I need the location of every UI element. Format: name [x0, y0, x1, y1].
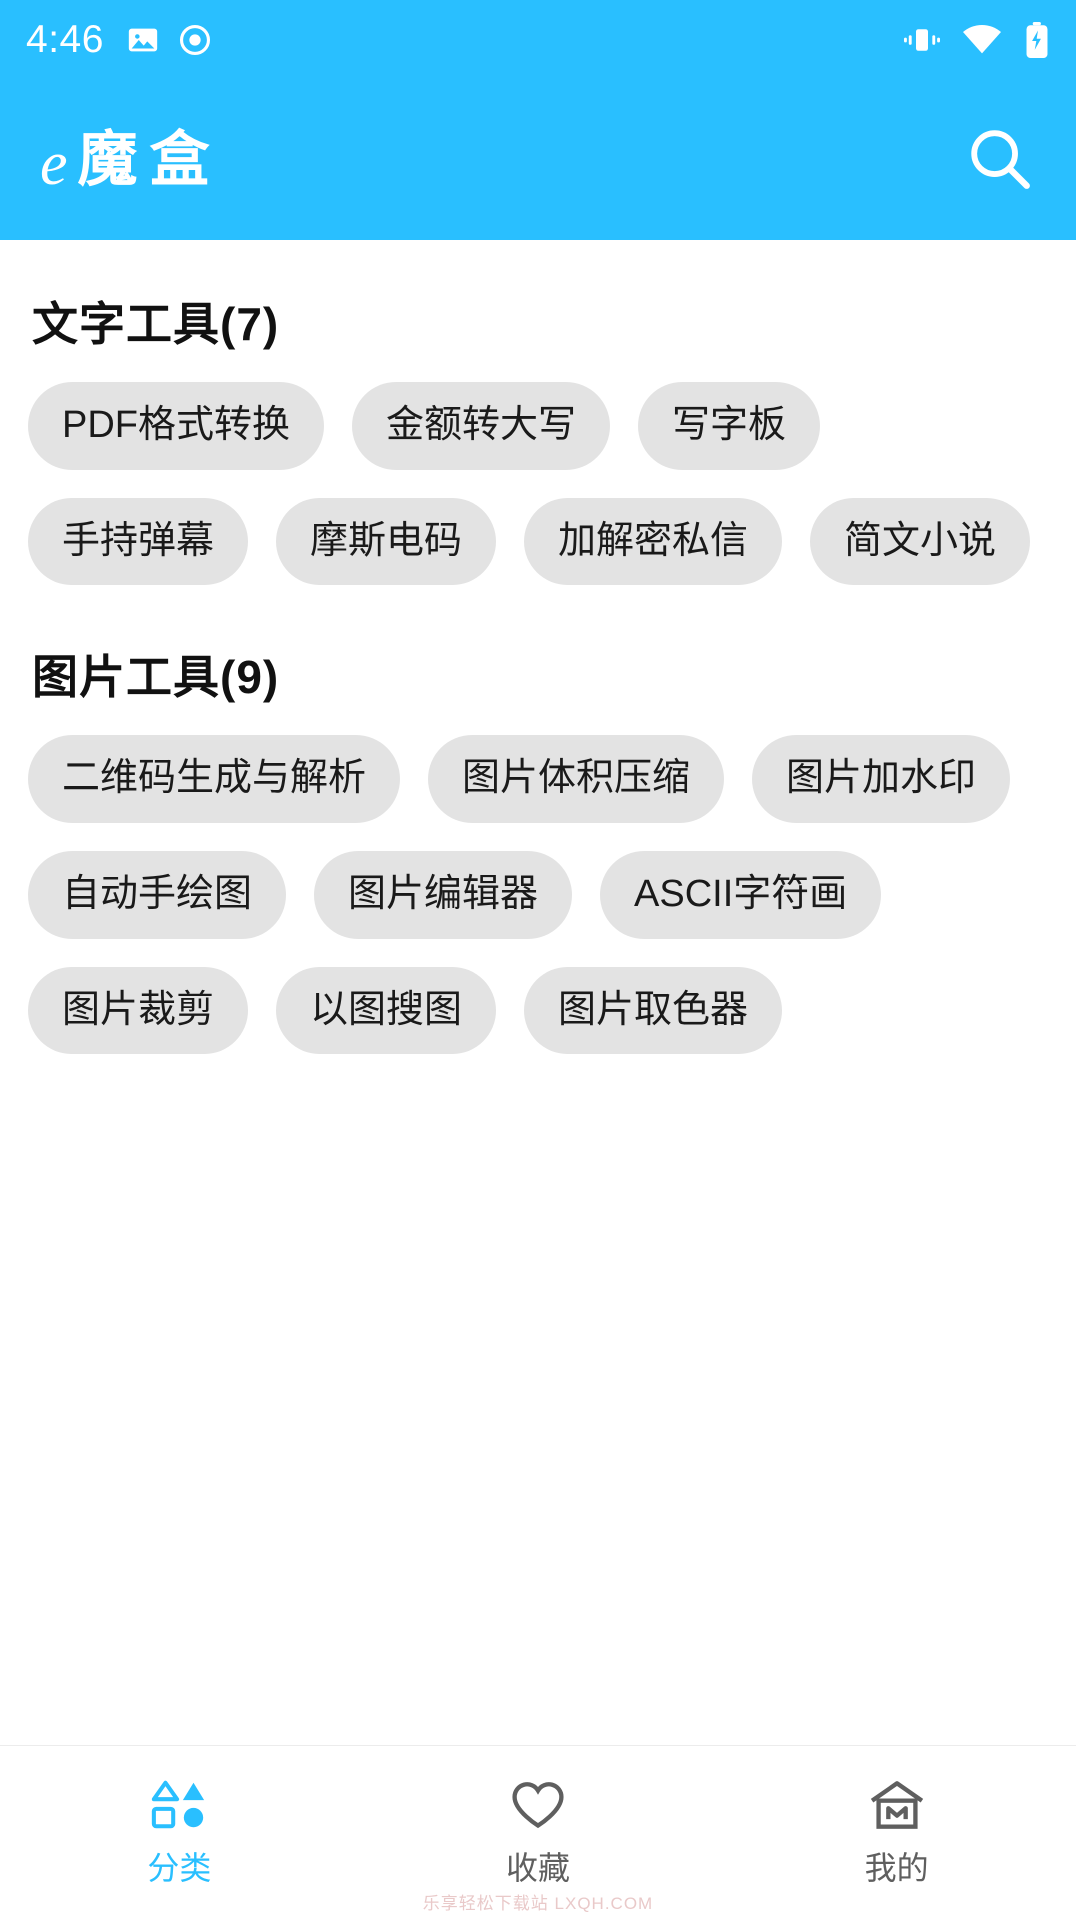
search-button[interactable]	[956, 117, 1042, 203]
nav-item-favorites[interactable]: 收藏	[359, 1746, 718, 1916]
tool-chip[interactable]: 简文小说	[810, 497, 1031, 586]
status-time: 4:46	[26, 18, 104, 61]
record-icon	[178, 23, 212, 57]
wifi-icon	[962, 25, 1002, 55]
tool-chip[interactable]: 图片体积压缩	[428, 735, 725, 824]
chip-group: 二维码生成与解析 图片体积压缩 图片加水印 自动手绘图 图片编辑器 ASCII字…	[28, 735, 1048, 1055]
nav-label: 收藏	[506, 1850, 571, 1886]
tool-chip[interactable]: 写字板	[638, 382, 821, 470]
tool-sections-scroll[interactable]: 文字工具(7) PDF格式转换 金额转大写 写字板 手持弹幕 摩斯电码 加解密私…	[0, 240, 1076, 1746]
section-image-tools: 图片工具(9) 二维码生成与解析 图片体积压缩 图片加水印 自动手绘图 图片编辑…	[28, 641, 1048, 1055]
battery-charging-icon	[1024, 22, 1050, 58]
tool-chip[interactable]: 手持弹幕	[28, 497, 249, 586]
search-icon	[964, 123, 1034, 198]
tool-chip[interactable]: 二维码生成与解析	[28, 735, 401, 824]
tool-chip[interactable]: PDF格式转换	[28, 382, 325, 470]
tool-chip[interactable]: 图片取色器	[524, 966, 783, 1055]
tool-chip[interactable]: 图片裁剪	[28, 966, 249, 1055]
logo-latin-text: e	[40, 130, 68, 198]
section-title: 文字工具(7)	[32, 298, 280, 350]
home-m-icon	[868, 1773, 926, 1831]
tool-chip[interactable]: ASCII字符画	[600, 851, 882, 939]
category-shapes-icon	[150, 1773, 208, 1831]
section-text-tools: 文字工具(7) PDF格式转换 金额转大写 写字板 手持弹幕 摩斯电码 加解密私…	[28, 288, 1048, 586]
tool-chip[interactable]: 加解密私信	[524, 497, 783, 586]
section-title: 图片工具(9)	[32, 651, 280, 704]
tool-chip[interactable]: 以图搜图	[276, 966, 497, 1055]
status-right-icons	[904, 22, 1050, 58]
nav-item-category[interactable]: 分类	[0, 1746, 359, 1916]
nav-label: 分类	[147, 1850, 212, 1886]
tool-chip[interactable]: 图片编辑器	[314, 851, 573, 939]
bottom-navigation: 分类 收藏 我的	[0, 1745, 1076, 1916]
tool-chip[interactable]: 图片加水印	[752, 735, 1011, 824]
app-logo: e 魔盒	[40, 125, 222, 195]
tool-chip[interactable]: 自动手绘图	[28, 851, 287, 939]
chip-group: PDF格式转换 金额转大写 写字板 手持弹幕 摩斯电码 加解密私信 简文小说	[28, 382, 1048, 586]
status-left-icons	[126, 23, 212, 57]
heart-icon	[509, 1773, 567, 1831]
tool-chip[interactable]: 摩斯电码	[276, 497, 497, 586]
image-icon	[126, 23, 160, 57]
status-bar: 4:46	[0, 0, 1076, 80]
nav-item-mine[interactable]: 我的	[717, 1746, 1076, 1916]
tool-chip[interactable]: 金额转大写	[352, 382, 611, 470]
nav-label: 我的	[864, 1850, 929, 1886]
vibrate-icon	[904, 25, 940, 55]
app-bar: e 魔盒	[0, 80, 1076, 240]
logo-title-text: 魔盒	[77, 125, 222, 195]
